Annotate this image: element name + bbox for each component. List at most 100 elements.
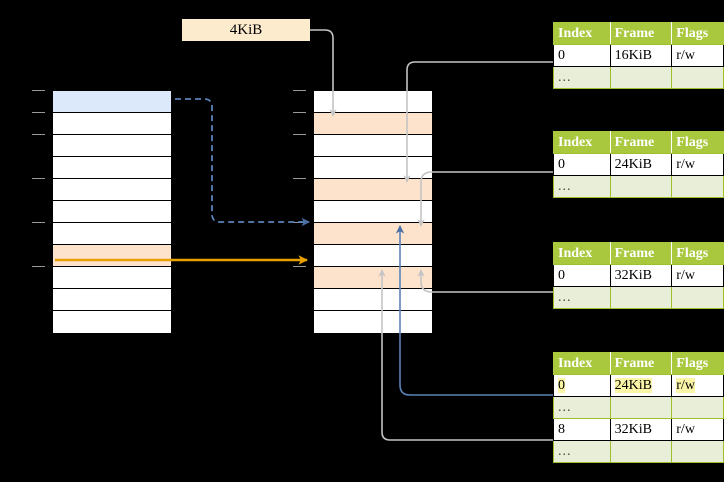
virtual-page-row-4 (53, 179, 171, 201)
cell-frame: 32KiB (609, 418, 673, 441)
column-header-frame: Frame (609, 131, 673, 154)
page-table-ellipsis-row: ... (553, 440, 724, 463)
cell-frame (609, 286, 673, 309)
virtual-page-tick-8 (32, 266, 45, 267)
cell-flags: r/w (671, 44, 724, 67)
virtual-memory-column (52, 90, 172, 333)
cell-frame (609, 440, 673, 463)
cell-index: ... (553, 396, 611, 419)
cell-frame: 24KiB (609, 374, 673, 397)
cell-index: ... (553, 440, 611, 463)
cell-frame (609, 396, 673, 419)
virtual-page-tick-2 (32, 134, 45, 135)
cell-frame: 24KiB (609, 153, 673, 176)
cell-index: 8 (553, 418, 611, 441)
cell-frame: 32KiB (609, 264, 673, 287)
cell-index: 0 (553, 153, 611, 176)
column-header-index: Index (553, 242, 611, 265)
virtual-page-row-9 (53, 289, 171, 311)
virtual-page-row-5 (53, 201, 171, 223)
physical-frame-row-4 (314, 179, 432, 201)
connector-level2-to-frame (417, 171, 553, 227)
cell-index: 0 (553, 264, 611, 287)
column-header-flags: Flags (671, 242, 724, 265)
connector-level3-to-frame (417, 269, 553, 293)
virtual-page-row-2 (53, 135, 171, 157)
column-header-index: Index (553, 352, 611, 375)
cell-flags (671, 440, 724, 463)
cell-frame: 16KiB (609, 44, 673, 67)
physical-frame-tick-4 (293, 178, 306, 179)
physical-frame-row-2 (314, 135, 432, 157)
cell-index: 0 (553, 44, 611, 67)
physical-frame-row-6 (314, 223, 432, 245)
column-header-frame: Frame (609, 242, 673, 265)
physical-frame-row-0 (314, 91, 432, 113)
virtual-page-row-0 (53, 91, 171, 113)
page-table-ellipsis-row: ... (553, 175, 724, 198)
cell-flags: r/w (671, 153, 724, 176)
virtual-page-row-10 (53, 311, 171, 333)
cell-index: ... (553, 66, 611, 89)
physical-frame-row-5 (314, 201, 432, 223)
column-header-index: Index (553, 131, 611, 154)
virtual-page-row-6 (53, 223, 171, 245)
physical-memory-column (313, 90, 433, 333)
virtual-page-tick-1 (32, 112, 45, 113)
physical-frame-tick-8 (293, 266, 306, 267)
page-table-ellipsis-row: ... (553, 66, 724, 89)
virtual-page-tick-6 (32, 222, 45, 223)
cell-frame (609, 66, 673, 89)
cell-flags (671, 396, 724, 419)
cell-flags (671, 175, 724, 198)
connector-virtual-page0-mapping (175, 98, 310, 227)
page-table-ellipsis-row: ... (553, 396, 724, 419)
cell-index: 0 (553, 374, 611, 397)
physical-frame-row-8 (314, 267, 432, 289)
cell-flags: r/w (671, 418, 724, 441)
physical-frame-tick-0 (293, 90, 306, 91)
physical-frame-row-9 (314, 289, 432, 311)
column-header-frame: Frame (609, 22, 673, 45)
physical-frame-row-1 (314, 113, 432, 135)
physical-frame-tick-1 (293, 112, 306, 113)
physical-frame-tick-6 (293, 222, 306, 223)
column-header-flags: Flags (671, 22, 724, 45)
virtual-page-row-7 (53, 245, 171, 267)
column-header-index: Index (553, 22, 611, 45)
size-label-4kib: 4KiB (182, 19, 310, 41)
virtual-page-tick-4 (32, 178, 45, 179)
virtual-page-row-1 (53, 113, 171, 135)
cell-flags (671, 286, 724, 309)
page-table-ellipsis-row: ... (553, 286, 724, 309)
physical-frame-row-3 (314, 157, 432, 179)
column-header-frame: Frame (609, 352, 673, 375)
physical-frame-row-10 (314, 311, 432, 333)
cell-index: ... (553, 175, 611, 198)
column-header-flags: Flags (671, 131, 724, 154)
cell-flags (671, 66, 724, 89)
column-header-flags: Flags (671, 352, 724, 375)
virtual-page-tick-0 (32, 90, 45, 91)
physical-frame-row-7 (314, 245, 432, 267)
cell-index: ... (553, 286, 611, 309)
cell-flags: r/w (671, 374, 724, 397)
cell-flags: r/w (671, 264, 724, 287)
virtual-page-row-8 (53, 267, 171, 289)
cell-frame (609, 175, 673, 198)
virtual-page-row-3 (53, 157, 171, 179)
